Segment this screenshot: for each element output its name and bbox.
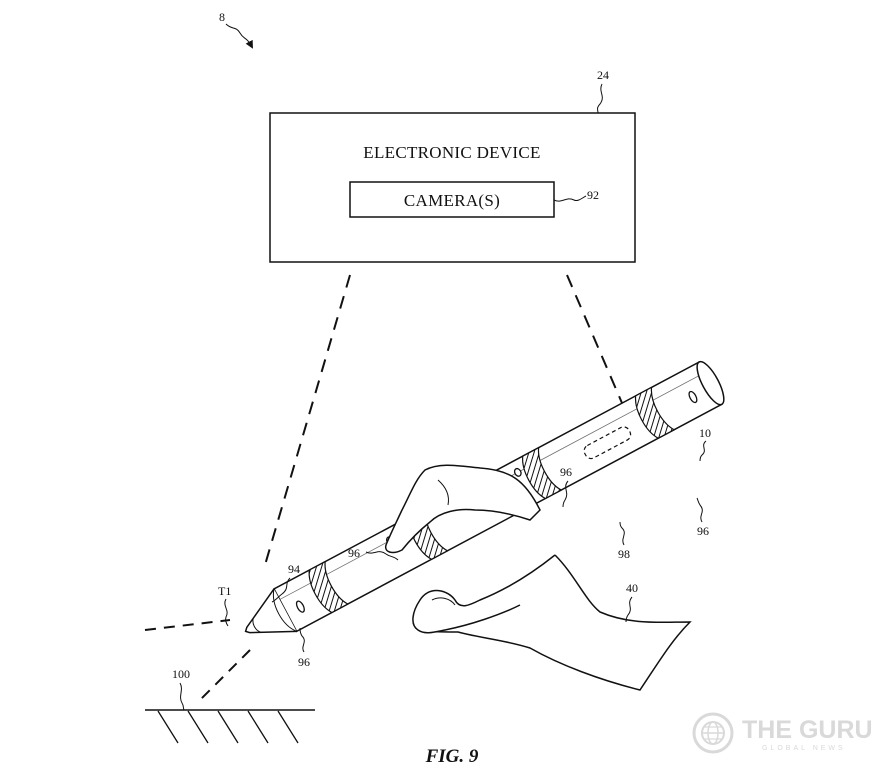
fov-line-left: [264, 274, 351, 566]
electronic-device-label: ELECTRONIC DEVICE: [363, 143, 540, 162]
leader-marker-bottom: [299, 627, 305, 653]
label-system: 8: [219, 10, 225, 24]
hand-thumb: [412, 554, 556, 634]
leader-marker-right: [696, 497, 703, 523]
leader-stylus: [699, 440, 707, 462]
electronic-device-box: [269, 112, 636, 263]
label-marker-right: 96: [697, 524, 709, 538]
stylus-end-cap: [696, 360, 725, 406]
label-region: 98: [618, 547, 630, 561]
marker-dot-bottom: [295, 600, 305, 613]
label-camera: 92: [587, 188, 599, 202]
globe-icon: [692, 712, 734, 754]
figure-caption: FIG. 9: [425, 746, 479, 767]
label-hand: 40: [626, 581, 638, 595]
leader-tip: [224, 598, 229, 627]
label-marker-top: 96: [560, 465, 572, 479]
watermark-subtitle: GLOBAL NEWS: [762, 745, 846, 752]
leader-marker-left: [365, 551, 399, 561]
hand-index-finger: [384, 464, 541, 554]
tip-ray-down: [199, 649, 251, 701]
tip-ray-horizontal: [144, 619, 231, 631]
camera-box: [349, 181, 555, 218]
watermark-logo: THE GURU GLOBAL NEWS: [692, 712, 873, 754]
leader-surface: [179, 682, 185, 711]
leader-region: [619, 521, 625, 546]
label-tip: T1: [218, 584, 231, 598]
marker-dot-top: [513, 467, 522, 477]
marker-dot-right: [688, 390, 698, 404]
label-marker-left: 96: [348, 546, 360, 560]
leader-device: [597, 83, 603, 114]
label-marker-bottom: 96: [298, 655, 310, 669]
leader-camera: [553, 195, 587, 202]
leader-system: [225, 23, 253, 49]
label-tip-marker: 94: [288, 562, 300, 576]
leader-hand: [625, 596, 633, 623]
surface-hatching: [157, 710, 299, 744]
leader-marker-top: [562, 480, 569, 508]
sensor-region: [583, 426, 632, 460]
label-surface: 100: [172, 667, 190, 681]
camera-label: CAMERA(S): [404, 191, 500, 210]
label-device: 24: [597, 68, 609, 82]
label-stylus: 10: [699, 426, 711, 440]
watermark-title: THE GURU: [742, 716, 873, 744]
leader-tip-marker: [271, 577, 291, 603]
hand-lower: [417, 554, 692, 691]
